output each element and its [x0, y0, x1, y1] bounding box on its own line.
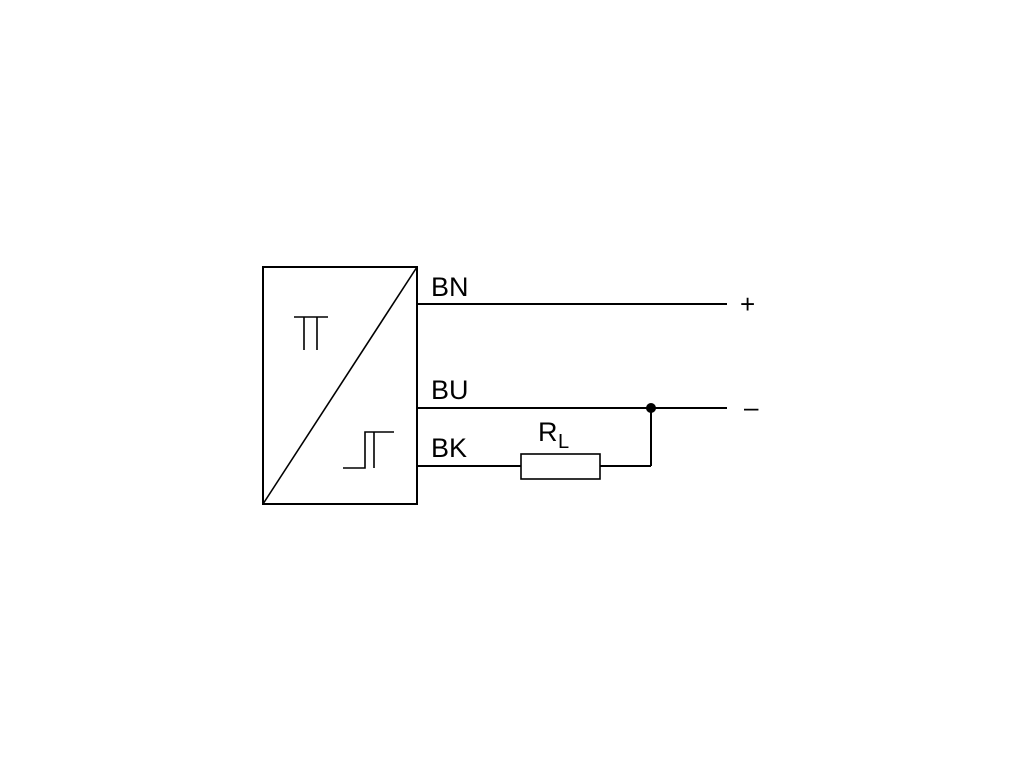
wire-bu-label: BU: [431, 375, 469, 405]
wire-bn-label: BN: [431, 272, 469, 302]
wire-bu: BU –: [417, 375, 759, 466]
wire-bn: BN +: [417, 272, 755, 319]
sensor-converter-icon: [262, 266, 418, 505]
sensor-block: [262, 266, 418, 505]
load-resistor-subscript: L: [558, 431, 569, 453]
load-resistor-label: R: [538, 417, 558, 447]
schmitt-trigger-icon: [343, 431, 394, 469]
wire-bk: BK R L: [417, 417, 651, 480]
wire-bk-label: BK: [431, 433, 467, 463]
wire-bn-terminal: +: [740, 289, 755, 319]
wire-bu-terminal: –: [744, 392, 759, 422]
load-resistor-icon: [520, 453, 601, 480]
pulse-symbol-icon: [294, 316, 328, 350]
converter-diagonal: [262, 266, 418, 505]
